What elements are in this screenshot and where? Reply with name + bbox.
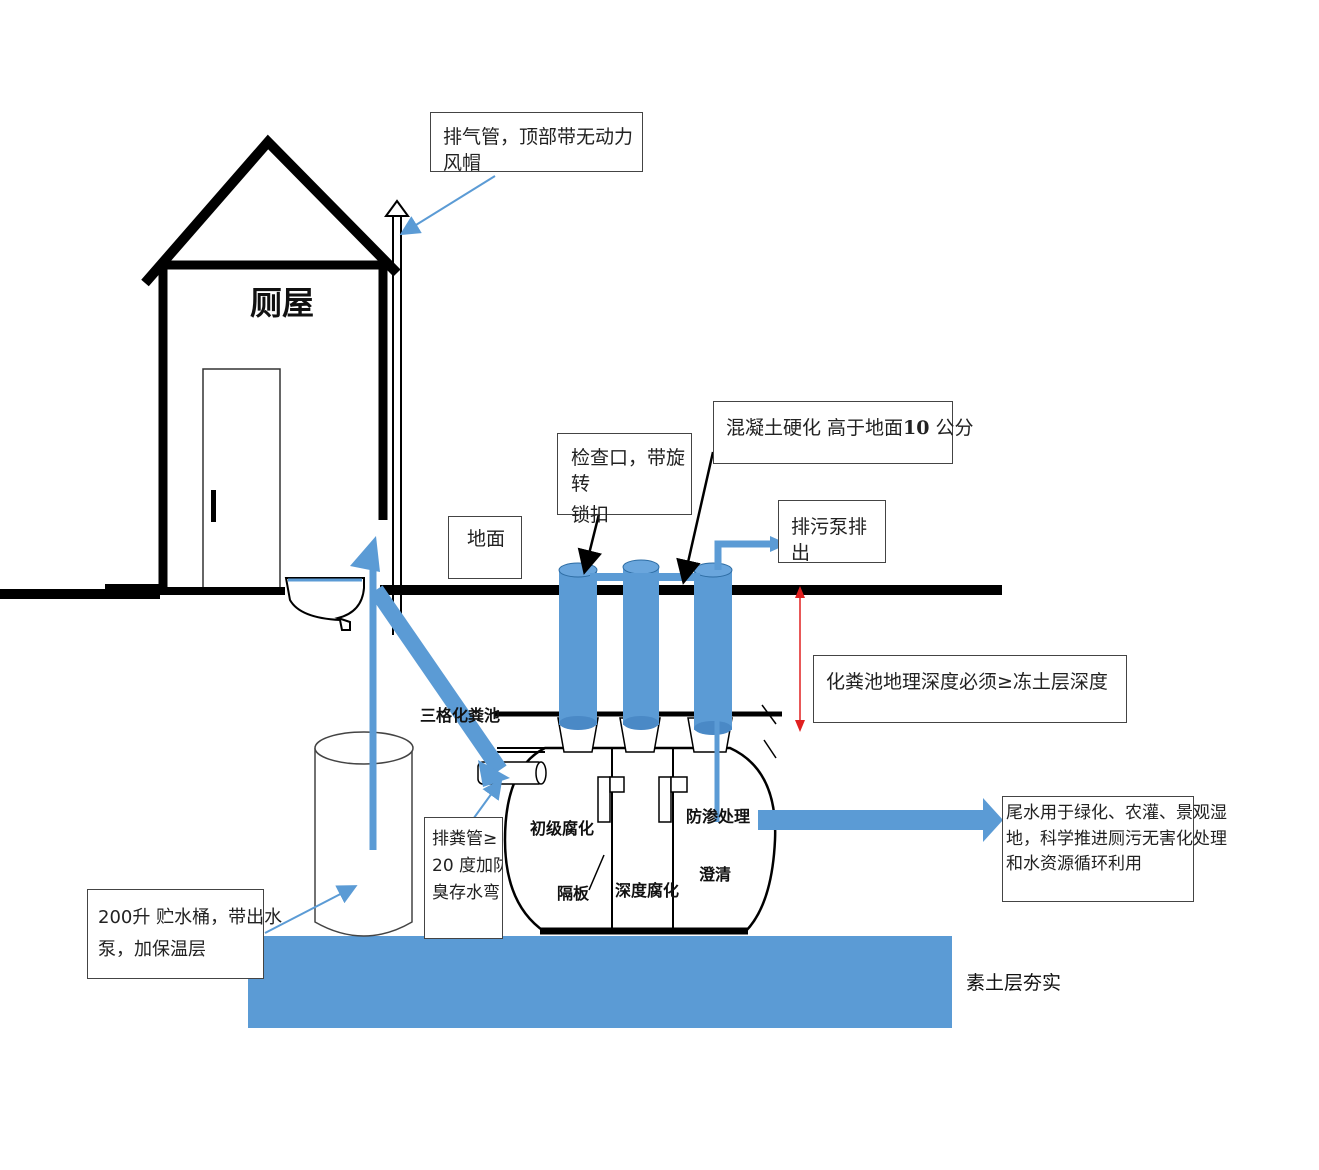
pump-out-text: 排污泵排出 [791, 516, 868, 564]
vent-pipe-text: 排气管，顶部带无动力风帽 [443, 126, 634, 174]
supply-pipe-arrowhead [350, 536, 380, 572]
tail-water-line2: 地，科学推进厕污无害化处理 [1006, 828, 1227, 849]
vent-pipe [384, 199, 410, 635]
concrete-suffix: 公分 [929, 417, 974, 439]
drain-pipe-callout: 排粪管≥ 20 度加防 臭存水弯 [424, 817, 503, 939]
drain-pipe-line2: 20 度加防 [432, 856, 503, 877]
chamber1-label: 初级腐化 [530, 819, 595, 838]
toilet-house [141, 134, 401, 590]
door-handle [211, 490, 216, 522]
tail-water-callout: 尾水用于绿化、农灌、景观湿 地，科学推进厕污无害化处理 和水资源循环利用 [1002, 796, 1227, 902]
pump-out-callout: 排污泵排出 [778, 500, 886, 564]
concrete-prefix: 混凝土硬化 高于地面 [726, 417, 904, 439]
drain-pipe-line3: 臭存水弯 [432, 883, 500, 904]
inspection-port-line1: 检查口，带旋转 [571, 447, 686, 495]
compacted-soil-layer [248, 936, 952, 1028]
depth-rule-text: 化粪池地理深度必须≥冻土层深度 [826, 671, 1108, 693]
concrete-number: 10 [903, 417, 930, 439]
toilet-bowl [284, 577, 365, 631]
bucket-line2: 泵，加保温层 [98, 938, 206, 960]
concrete-leader [676, 451, 715, 585]
depth-arrow [795, 586, 805, 732]
vent-leader [399, 175, 496, 236]
concrete-callout: 混凝土硬化 高于地面10 公分 [713, 401, 974, 464]
chamber3-label: 澄清 [699, 865, 732, 884]
depth-rule-callout: 化粪池地理深度必须≥冻土层深度 [813, 655, 1127, 723]
ground-line [0, 584, 1002, 599]
chamber2-label: 深度腐化 [615, 881, 680, 900]
water-bucket [314, 731, 414, 937]
bucket-leader [264, 885, 358, 934]
vent-pipe-callout: 排气管，顶部带无动力风帽 [430, 112, 643, 174]
soil-label: 素土层夯实 [966, 972, 1062, 994]
seepage-label: 防渗处理 [686, 807, 751, 826]
inspection-risers [558, 559, 733, 735]
bucket-callout: 200升 贮水桶，带出水 泵，加保温层 [87, 889, 283, 979]
tail-water-outlet [758, 798, 1003, 842]
house-label: 厕屋 [250, 284, 315, 322]
ground-label: 地面 [467, 528, 506, 550]
bucket-line1: 200升 贮水桶，带出水 [98, 907, 283, 928]
drain-pipe-line1: 排粪管≥ [432, 829, 498, 849]
house-door [202, 368, 281, 590]
tank-name-label: 三格化粪池 [420, 706, 501, 725]
inspection-leader [577, 509, 602, 575]
partition-label: 隔板 [557, 884, 590, 903]
inspection-port-callout: 检查口，带旋转 锁扣 [557, 433, 692, 526]
tail-water-line3: 和水资源循环利用 [1006, 854, 1142, 874]
pump-out-pipe [714, 540, 770, 570]
ground-label-box: 地面 [448, 516, 522, 579]
tail-water-line1: 尾水用于绿化、农灌、景观湿 [1006, 803, 1227, 823]
inspection-port-line2: 锁扣 [571, 504, 610, 527]
